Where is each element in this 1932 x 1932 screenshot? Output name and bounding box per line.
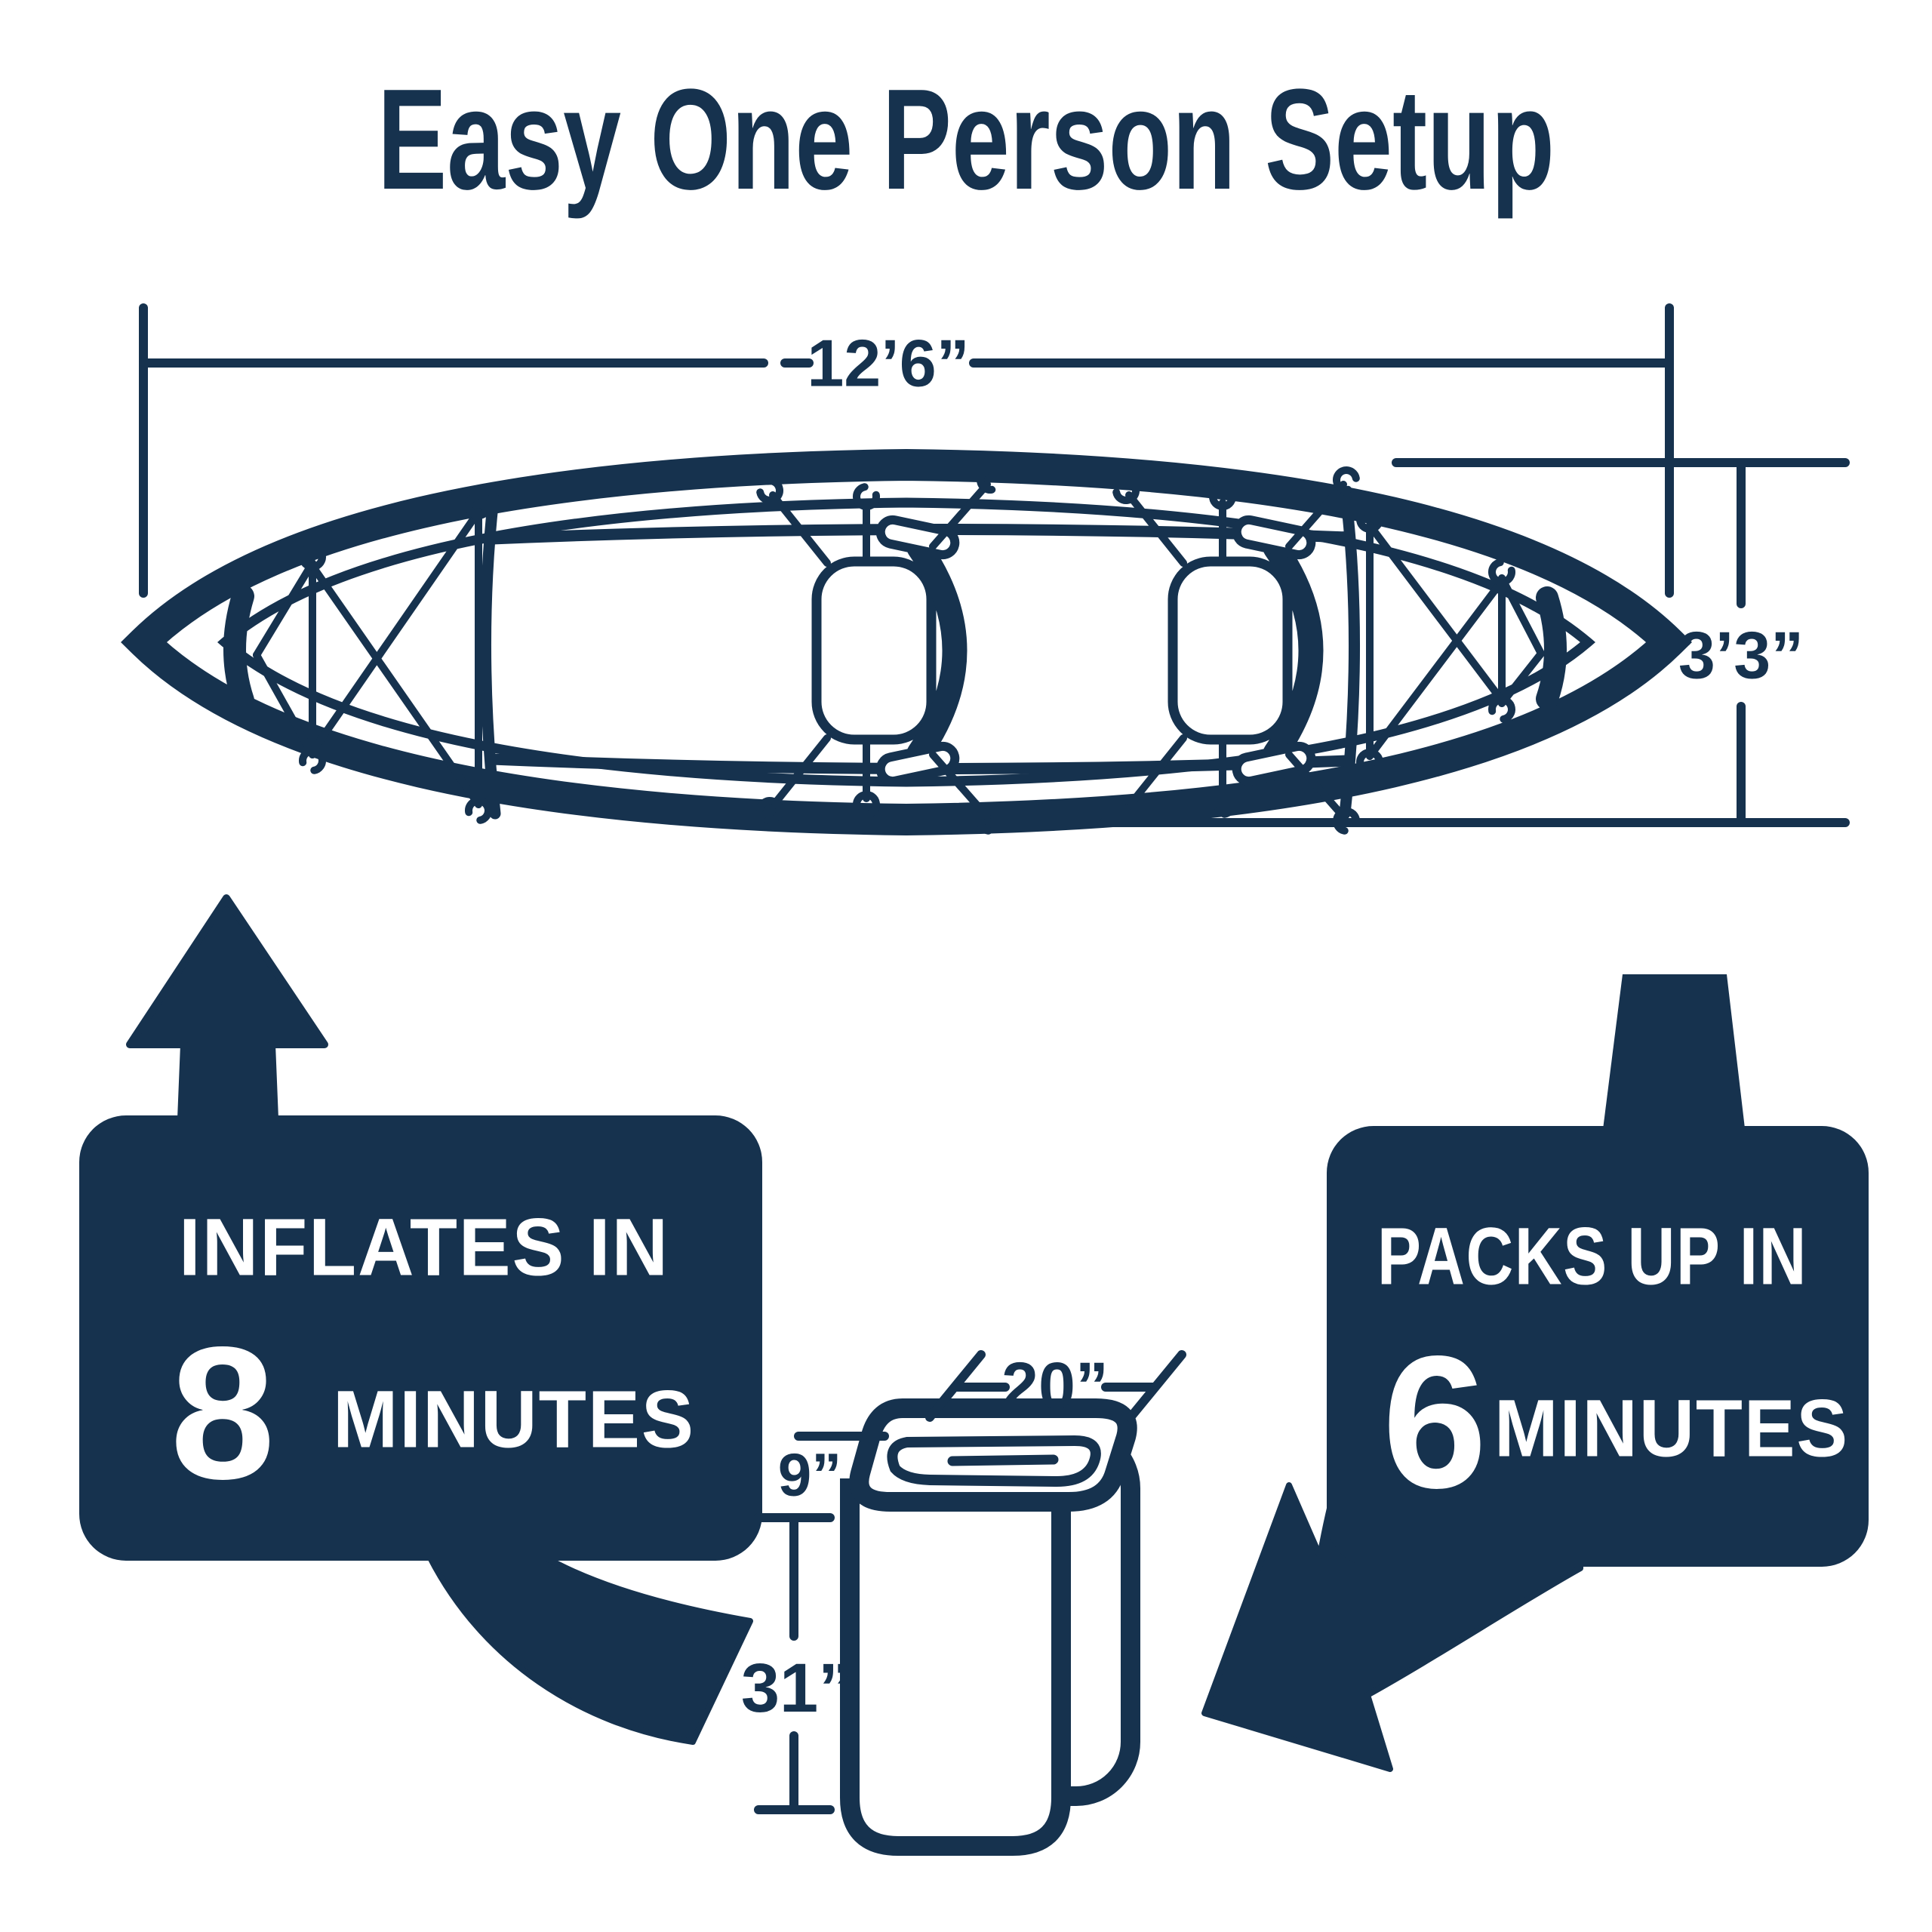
packed-front-face bbox=[840, 1478, 1071, 1856]
width-dimension: 3’3” bbox=[1099, 458, 1850, 827]
packs-callout: PACKS UP IN 6 MINUTES bbox=[1201, 974, 1869, 1772]
bungee-hook-icon bbox=[467, 799, 490, 822]
length-label: 12’6” bbox=[807, 326, 969, 401]
bow-handle bbox=[223, 585, 254, 712]
length-dimension: 12’6” bbox=[139, 303, 1674, 598]
packed-kayak-drawing bbox=[840, 1398, 1140, 1856]
page-title: Easy One Person Setup bbox=[377, 60, 1555, 220]
packed-depth-label: 9” bbox=[778, 1441, 842, 1509]
packed-fold-line-outer bbox=[887, 1435, 1101, 1487]
bow-deck-edge bbox=[479, 492, 501, 820]
inflates-line1: INFLATES IN bbox=[179, 1201, 669, 1293]
inflates-number: 8 bbox=[170, 1308, 276, 1518]
packs-bubble-stem bbox=[1601, 974, 1746, 1141]
packs-line1: PACKS UP IN bbox=[1377, 1211, 1807, 1302]
dim-slash-right bbox=[1126, 1350, 1186, 1422]
packed-fold-line-inner bbox=[947, 1454, 1059, 1466]
bungee-hook-icon bbox=[301, 749, 324, 772]
packed-depth-dimension: 9” bbox=[778, 1432, 889, 1509]
packs-unit: MINUTES bbox=[1494, 1383, 1849, 1474]
kayak-top-view-drawing bbox=[121, 448, 1692, 832]
stern-handle bbox=[1536, 586, 1567, 710]
width-label: 3’3” bbox=[1678, 618, 1804, 693]
packed-height-label: 31” bbox=[741, 1650, 853, 1727]
inflates-unit: MINUTES bbox=[333, 1374, 695, 1465]
stern-deck-edge bbox=[1339, 494, 1361, 820]
packed-height-dimension: 31” bbox=[741, 1513, 853, 1814]
packed-width-label: 20” bbox=[1001, 1349, 1109, 1423]
inflates-bubble bbox=[79, 1115, 762, 1561]
packs-bubble bbox=[1327, 1126, 1869, 1567]
inflates-callout: INFLATES IN 8 MINUTES bbox=[79, 894, 762, 1745]
packed-width-dimension: 20” bbox=[925, 1349, 1186, 1423]
inflates-bubble-tail bbox=[427, 1552, 753, 1745]
packs-number: 6 bbox=[1382, 1317, 1488, 1527]
bow-bungee-lacing bbox=[253, 494, 490, 822]
stern-bungee-lacing bbox=[1358, 508, 1545, 774]
